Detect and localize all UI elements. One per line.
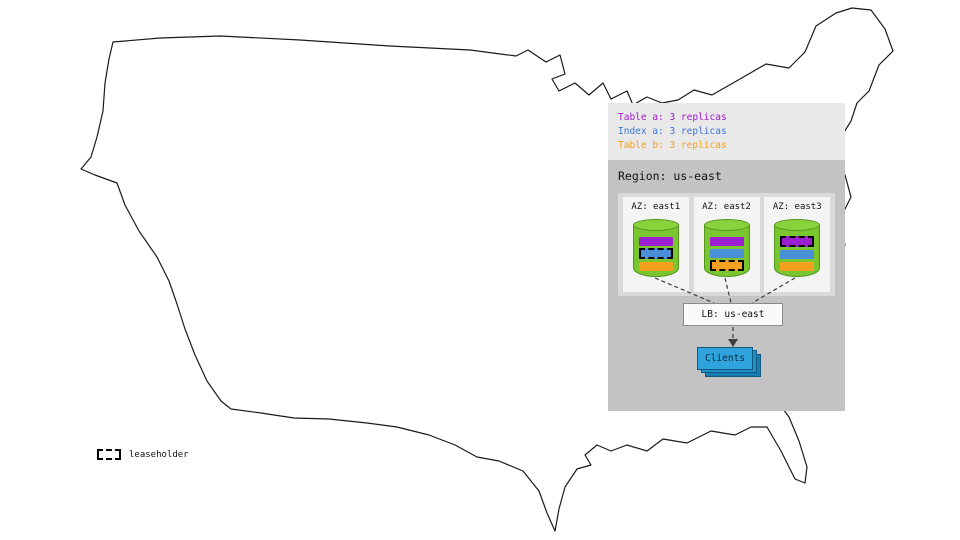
legend-item-table-a: Table a: 3 replicas: [618, 112, 727, 123]
leaseholder-swatch-icon: [97, 449, 121, 460]
legend-item-index-a: Index a: 3 replicas: [618, 126, 727, 137]
replica-bars-east1: [633, 234, 679, 271]
replica-bars-east2: [704, 234, 750, 271]
replica-bar-table-a: [638, 237, 673, 246]
replica-bar-index-a: [709, 249, 744, 258]
replica-bar-index-a-leaseholder: [638, 248, 673, 259]
clients-stack: Clients: [697, 347, 763, 379]
db-cylinder-top: [632, 219, 679, 231]
us-map-border-path: [80, 7, 894, 532]
az-label-east3: AZ: east3: [772, 202, 822, 212]
az-box-east1: AZ: east1: [622, 197, 689, 292]
replica-bar-table-a: [709, 237, 744, 246]
replica-bar-index-a: [780, 250, 815, 259]
db-cylinder-top: [774, 219, 821, 231]
leaseholder-key: leaseholder: [97, 449, 189, 460]
load-balancer-box: LB: us-east: [683, 303, 783, 326]
legend-item-table-b: Table b: 3 replicas: [618, 140, 727, 151]
clients-box: Clients: [697, 347, 753, 370]
az-label-east1: AZ: east1: [631, 202, 681, 212]
replica-bar-table-b-leaseholder: [709, 260, 744, 271]
az-box-east2: AZ: east2: [693, 197, 760, 292]
legend-panel: Table a: 3 replicas Index a: 3 replicas …: [608, 103, 845, 160]
az-strip: AZ: east1 AZ: east2: [618, 193, 835, 296]
db-cylinder-east1: [632, 219, 679, 277]
replica-bars-east3: [774, 234, 820, 271]
az-label-east2: AZ: east2: [702, 202, 751, 212]
db-cylinder-east3: [774, 219, 821, 277]
replica-bar-table-a-leaseholder: [780, 236, 815, 247]
az-box-east3: AZ: east3: [764, 197, 831, 292]
replica-bar-table-b: [780, 262, 815, 271]
region-title: Region: us-east: [618, 169, 722, 183]
db-cylinder-east2: [703, 219, 750, 277]
db-cylinder-top: [703, 219, 750, 231]
replica-bar-table-b: [638, 262, 673, 271]
region-panel: Region: us-east AZ: east1 AZ: east2: [608, 160, 845, 411]
leaseholder-key-label: leaseholder: [129, 449, 189, 460]
